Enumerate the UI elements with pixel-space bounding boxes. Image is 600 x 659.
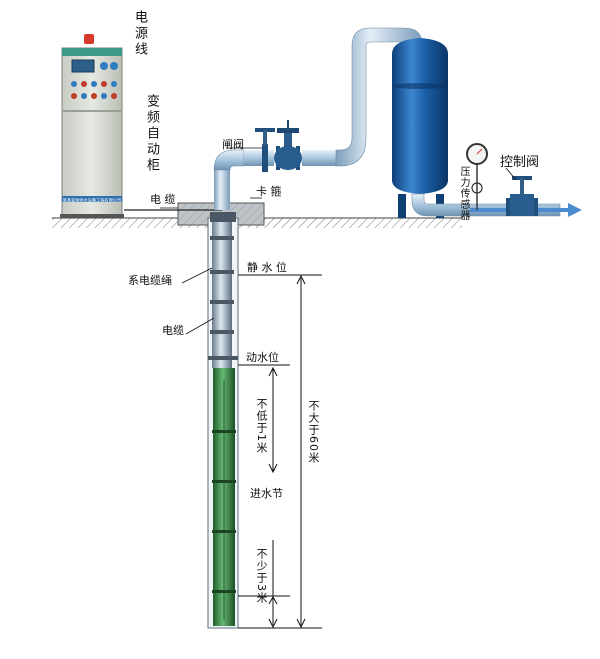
gate-valve-label: 闸阀 bbox=[222, 138, 244, 151]
cable-rope-label: 系电缆绳 bbox=[128, 274, 172, 287]
cable-mid-label: 电缆 bbox=[162, 324, 184, 337]
gate-valve bbox=[255, 120, 302, 172]
vfd-cabinet: 某某变频供水设备工程有限公司 bbox=[60, 34, 124, 218]
control-valve-label: 控制阀 bbox=[500, 155, 540, 170]
vfd-cabinet-label: 变频自动柜 bbox=[144, 94, 159, 174]
pressure-sensor-label: 压力传感器 bbox=[458, 166, 469, 221]
inlet-label: 进水节 bbox=[250, 487, 283, 500]
control-valve bbox=[506, 176, 538, 216]
pressure-gauge bbox=[466, 143, 488, 210]
min-3m-label: 不少于3米 bbox=[255, 548, 268, 604]
outlet-piping bbox=[213, 27, 423, 210]
static-level-label: 静 水 位 bbox=[247, 261, 287, 274]
well-casing bbox=[207, 212, 239, 629]
cabinet-plate-text: 某某变频供水设备工程有限公司 bbox=[63, 197, 122, 204]
min-1m-label: 不低于1米 bbox=[255, 398, 268, 454]
power-line-label: 电源线 bbox=[132, 10, 147, 58]
leader-lines bbox=[160, 147, 517, 335]
max-60m-label: 不大于60米 bbox=[307, 400, 320, 464]
pressure-tank bbox=[392, 38, 448, 218]
dimension-lines bbox=[238, 274, 322, 629]
dynamic-level-label: 动水位 bbox=[246, 351, 279, 364]
clamp-label: 卡 箍 bbox=[256, 185, 282, 198]
cable-top-label: 电 缆 bbox=[150, 193, 176, 206]
